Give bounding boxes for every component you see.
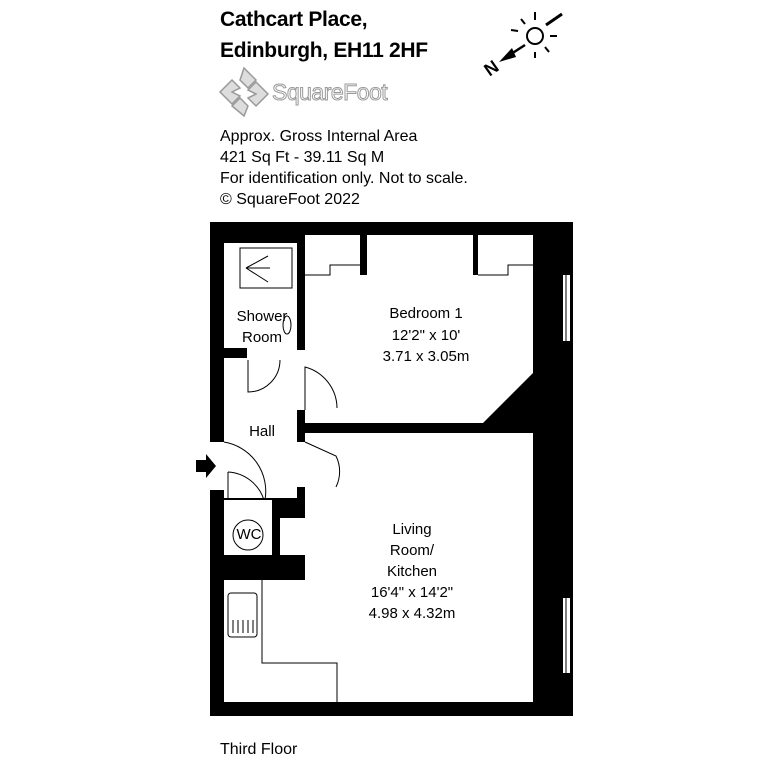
kitchen-counter xyxy=(261,580,338,702)
copyright: © SquareFoot 2022 xyxy=(220,191,360,208)
shower-tray-icon xyxy=(239,247,293,289)
entrance-door[interactable] xyxy=(223,441,267,501)
living-metric: 4.98 x 4.32m xyxy=(369,605,456,622)
sink-icon xyxy=(227,592,258,638)
entrance-arrow-icon xyxy=(196,454,216,478)
shower-label-2: Room xyxy=(242,329,282,346)
address-line-2: Edinburgh, EH11 2HF xyxy=(220,39,428,62)
chimney-breast xyxy=(483,343,563,423)
squarefoot-logo-icon xyxy=(218,66,270,123)
area-value: 421 Sq Ft - 39.11 Sq M xyxy=(220,149,385,166)
bedroom-label: Bedroom 1 xyxy=(389,305,462,322)
living-label-2: Room/ xyxy=(390,542,435,559)
property-address: Cathcart Place, Edinburgh, EH11 2HF xyxy=(220,4,428,66)
living-label-1: Living xyxy=(392,521,431,538)
wc-label: WC xyxy=(237,526,262,543)
area-heading: Approx. Gross Internal Area xyxy=(220,128,418,145)
bedroom-imperial: 12'2" x 10' xyxy=(392,327,461,344)
bedroom-metric: 3.71 x 3.05m xyxy=(383,348,470,365)
hall-label: Hall xyxy=(249,423,275,440)
shower-label-1: Shower xyxy=(237,308,288,325)
wc-door[interactable] xyxy=(227,471,265,501)
address-line-1: Cathcart Place, xyxy=(220,8,368,31)
toilet-icon xyxy=(232,519,264,551)
bedroom-door[interactable] xyxy=(304,366,338,410)
shower-door[interactable] xyxy=(247,359,281,393)
logo-text: SquareFoot xyxy=(271,79,388,106)
disclaimer: For identification only. Not to scale. xyxy=(220,170,468,187)
floor-label: Third Floor xyxy=(220,741,298,758)
living-door[interactable] xyxy=(304,441,341,488)
basin-icon xyxy=(282,315,292,335)
living-label-3: Kitchen xyxy=(387,563,437,580)
living-imperial: 16'4" x 14'2" xyxy=(371,584,453,601)
area-info: Approx. Gross Internal Area 421 Sq Ft - … xyxy=(220,126,468,210)
